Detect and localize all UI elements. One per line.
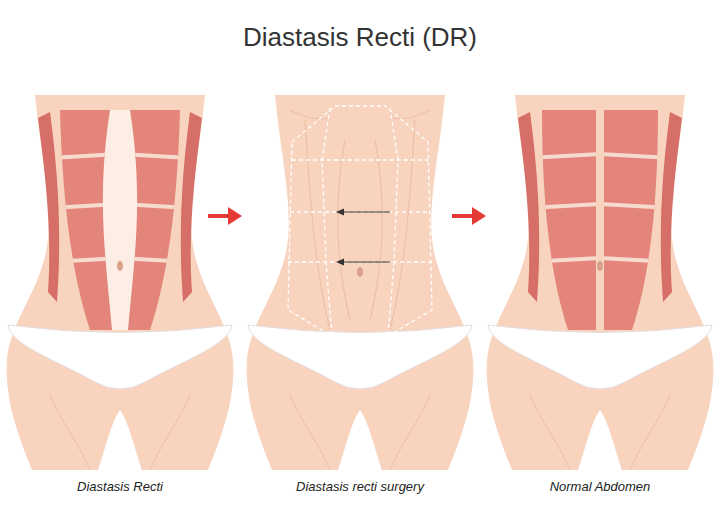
incision-outline <box>288 106 432 336</box>
abdominal-muscle <box>600 110 682 330</box>
torso <box>7 95 234 470</box>
torso <box>247 95 474 470</box>
navel <box>597 261 603 271</box>
skin-lines <box>290 110 430 330</box>
pull-arrow <box>336 209 390 266</box>
torso <box>487 95 714 470</box>
navel <box>117 261 123 271</box>
abdominal-muscle <box>38 110 120 330</box>
normal-torso <box>487 95 714 470</box>
figure-caption: Diastasis Recti <box>77 479 163 494</box>
diagram-title: Diastasis Recti (DR) <box>243 22 477 53</box>
figure-caption: Normal Abdomen <box>550 479 651 494</box>
abdominal-muscle <box>518 110 600 330</box>
abdominal-muscle <box>120 110 202 330</box>
flow-arrow <box>208 207 486 225</box>
dr-torso <box>7 95 234 470</box>
surgery-torso <box>247 95 474 470</box>
figure-caption: Diastasis recti surgery <box>296 479 424 494</box>
navel <box>357 267 363 277</box>
